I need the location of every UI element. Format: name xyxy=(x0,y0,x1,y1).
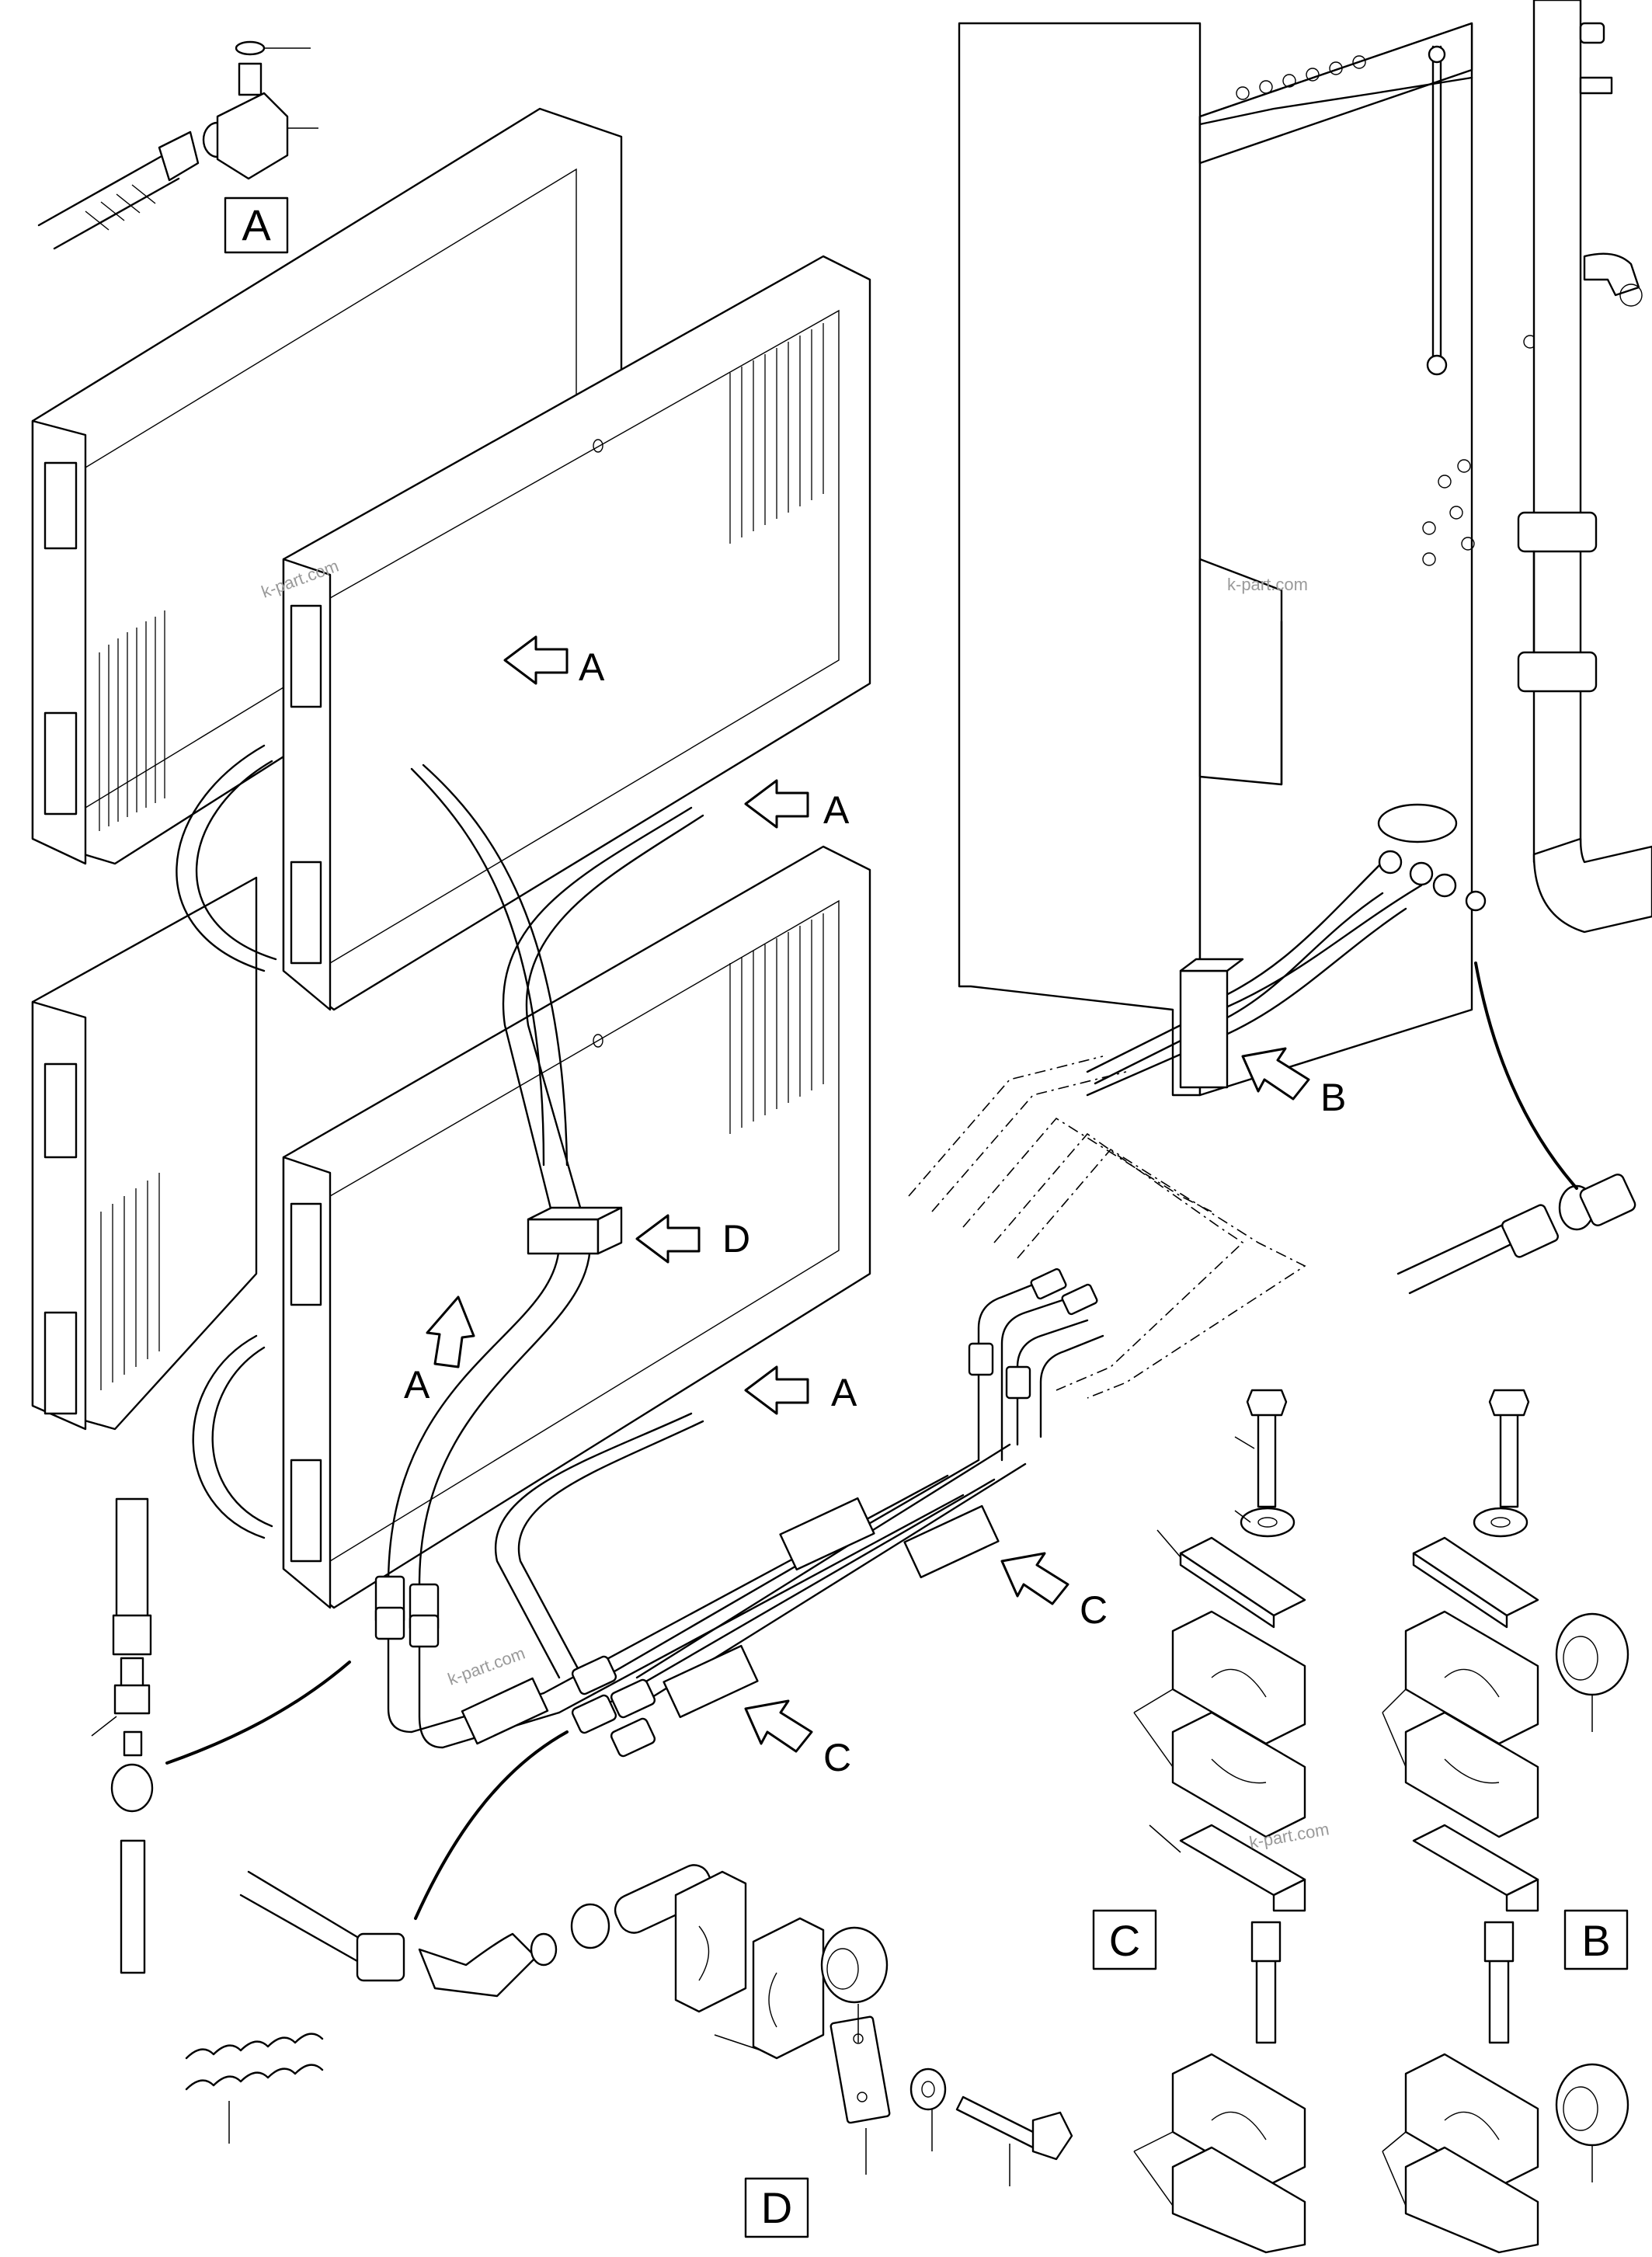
cooler-lower-rear xyxy=(31,876,258,1431)
bolt-icon xyxy=(1499,1412,1519,1508)
detail-c-label: C xyxy=(1109,1916,1140,1965)
grommet-icon xyxy=(820,1926,889,2004)
callout-label: A xyxy=(823,788,850,832)
engine-housing xyxy=(958,22,1553,1097)
watermark: k-part.com xyxy=(1227,575,1308,594)
bolt-icon xyxy=(1257,1412,1277,1508)
pipe-clamp-d xyxy=(527,1206,623,1255)
detail-c-box xyxy=(1092,1909,1157,1970)
detail-d-label: D xyxy=(761,2183,792,2232)
callout-label: A xyxy=(579,645,605,689)
callout-a4: A xyxy=(744,1365,857,1415)
watermark: k-part.com xyxy=(445,1643,527,1689)
pipe-clamp-b xyxy=(1179,958,1244,1089)
bolt-icon xyxy=(1488,1956,1510,2044)
hose-elbow-exploded xyxy=(239,1730,715,1998)
bolt-icon xyxy=(955,2095,1073,2161)
callout-d: D xyxy=(635,1214,750,1264)
detail-b-label: B xyxy=(1581,1916,1610,1965)
hose-route-phantom xyxy=(908,1055,1306,1399)
arrow-callout-icon xyxy=(1241,1047,1310,1101)
arrow-callout-icon xyxy=(744,1699,813,1753)
hose-end-exploded xyxy=(91,1497,351,1974)
callout-label: D xyxy=(722,1217,750,1261)
callout-label: C xyxy=(1080,1588,1108,1632)
pipe-clamp-c4 xyxy=(461,1677,549,1745)
fin-hatching xyxy=(729,913,824,1134)
arrow-callout-icon xyxy=(503,635,569,685)
spring-guard xyxy=(185,2033,324,2144)
cooler-upper-rear xyxy=(31,107,623,865)
washer-icon xyxy=(1240,1507,1296,1538)
arrow-callout-icon xyxy=(426,1295,475,1368)
callout-a1: A xyxy=(503,635,605,689)
flange-holes xyxy=(1236,55,1553,566)
arrow-callout-icon xyxy=(744,1365,809,1415)
callout-a2: A xyxy=(744,779,850,832)
exhaust-pipe xyxy=(1517,0,1652,934)
detail-d-clamp-set xyxy=(674,1870,1073,2186)
callout-label: A xyxy=(831,1371,857,1414)
arrow-callout-icon xyxy=(1000,1552,1069,1605)
grommet-icon xyxy=(1555,2063,1629,2147)
callout-label: B xyxy=(1320,1076,1346,1119)
pipe-clamp-icon xyxy=(1404,1610,1539,1838)
pipe-clamp-icon xyxy=(674,1870,825,2060)
washer-icon xyxy=(1473,1507,1529,1538)
arrow-callout-icon xyxy=(635,1214,701,1264)
detail-a-fitting xyxy=(37,40,318,250)
pipe-clamp-icon xyxy=(1404,2053,1539,2254)
bolt-icon xyxy=(1255,1956,1277,2044)
detail-b-hose-end xyxy=(1396,962,1636,1295)
hose-braid-hatching xyxy=(85,184,156,231)
callout-c1: C xyxy=(1000,1552,1108,1632)
pipe-clamp-icon xyxy=(1171,2053,1306,2254)
pipe-clamp-c1 xyxy=(779,1497,875,1571)
callout-b: B xyxy=(1241,1047,1346,1119)
pipe-clamp-c3 xyxy=(663,1644,759,1719)
detail-a-box xyxy=(224,196,289,254)
callout-label: A xyxy=(404,1363,430,1407)
callout-label: C xyxy=(823,1736,851,1779)
washer-icon xyxy=(909,2067,947,2111)
pipe-clamp-icon xyxy=(1171,1610,1306,1838)
fin-hatching xyxy=(100,1173,160,1390)
detail-a-label: A xyxy=(242,200,271,249)
detail-b-box xyxy=(1563,1909,1629,1970)
arrow-callout-icon xyxy=(744,779,809,829)
callout-c2: C xyxy=(744,1699,851,1779)
detail-b-clamp-set xyxy=(1382,1389,1629,2254)
fin-hatching xyxy=(99,610,165,831)
callout-a3: A xyxy=(404,1295,475,1407)
hose-fitting-icon xyxy=(158,130,200,182)
hose-bundle-main xyxy=(176,744,1487,1758)
cooler-upper-front xyxy=(282,255,871,1011)
grommet-icon xyxy=(1555,1612,1629,1696)
detail-d-box xyxy=(744,2177,809,2238)
detail-c-clamp-set xyxy=(1133,1389,1306,2254)
fin-hatching xyxy=(729,323,824,544)
pipe-clamp-c2 xyxy=(903,1504,1000,1579)
